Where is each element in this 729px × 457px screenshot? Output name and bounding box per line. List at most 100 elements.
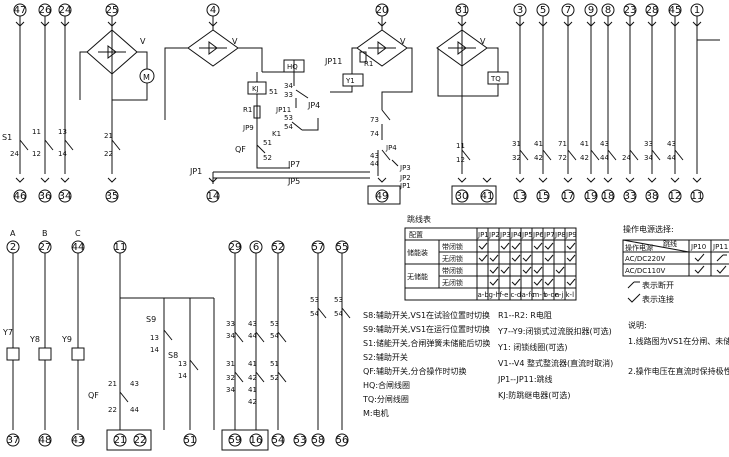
voltage-table-col-label: 操作电源 xyxy=(625,243,653,252)
voltage-table-diagonal xyxy=(622,239,690,253)
jumper-table-col-header: JP7 xyxy=(543,231,555,239)
svg-text:1: 1 xyxy=(694,5,700,16)
svg-text:21: 21 xyxy=(104,132,113,140)
terminal-46: 46 xyxy=(13,189,27,203)
terminal-57: 57 xyxy=(311,240,325,254)
svg-text:53: 53 xyxy=(284,114,293,122)
terminal-35: 35 xyxy=(105,189,119,203)
y1-coil xyxy=(342,73,364,87)
jumper-table-corner-top: 配置 xyxy=(409,231,423,239)
svg-text:B: B xyxy=(42,229,48,238)
terminal-11: 11 xyxy=(690,189,704,203)
svg-text:7: 7 xyxy=(565,5,571,16)
y7-coil xyxy=(6,347,20,361)
rectifier-v4: V TQ xyxy=(436,29,509,97)
svg-text:45: 45 xyxy=(669,5,682,16)
svg-text:Y7--Y9:闭锁式过流脱扣器(可选): Y7--Y9:闭锁式过流脱扣器(可选) xyxy=(497,326,612,336)
svg-text:JP7: JP7 xyxy=(287,160,300,169)
svg-text:19: 19 xyxy=(585,191,598,202)
voltage-table-check-mark xyxy=(694,253,705,262)
svg-text:24: 24 xyxy=(10,150,19,158)
svg-text:R1--R2: R电阻: R1--R2: R电阻 xyxy=(498,310,552,320)
svg-text:HQ:合闸线圈: HQ:合闸线圈 xyxy=(363,380,410,390)
closing-coil-block: HQ KJ 34 33 51 JP4 R1 JP9 JP11 53 54 K1 … xyxy=(235,59,320,169)
svg-text:C: C xyxy=(75,229,81,238)
svg-text:JP1: JP1 xyxy=(189,167,202,176)
svg-text:25: 25 xyxy=(106,5,119,16)
svg-text:53: 53 xyxy=(334,296,343,304)
jumper-table-footer-cell: m-n xyxy=(533,291,547,299)
svg-text:15: 15 xyxy=(537,191,550,202)
lower-switch-section: 11 29 6 52 57 55 S9 S8 21 22 43 44 13 14… xyxy=(108,240,351,430)
svg-text:14: 14 xyxy=(58,150,67,158)
svg-text:HQ: HQ xyxy=(287,63,298,71)
jumper-table-check-mark xyxy=(489,278,499,286)
jumper-table-check-mark xyxy=(533,242,543,250)
svg-text:S2:辅助开关: S2:辅助开关 xyxy=(363,352,408,362)
low-bottom-terminal-row: 37 48 43 21 22 51 59 16 54 53 58 56 xyxy=(6,429,349,451)
svg-text:53: 53 xyxy=(294,435,307,446)
svg-text:43: 43 xyxy=(600,140,609,148)
svg-text:说明:: 说明: xyxy=(628,320,647,330)
svg-text:QF:辅助开关,分合操作时切换: QF:辅助开关,分合操作时切换 xyxy=(363,366,467,376)
svg-text:13: 13 xyxy=(58,128,67,136)
svg-text:R1: R1 xyxy=(364,60,373,68)
svg-text:54: 54 xyxy=(272,435,285,446)
svg-text:表示断开: 表示断开 xyxy=(642,280,674,290)
svg-text:S9:辅助开关,VS1在运行位置时切换: S9:辅助开关,VS1在运行位置时切换 xyxy=(363,324,490,334)
svg-text:41: 41 xyxy=(248,386,257,394)
svg-text:11: 11 xyxy=(456,142,465,150)
svg-text:44: 44 xyxy=(130,406,139,414)
switch-contacts-row: S1 11 12 24 13 14 21 22 11 12 31 32 41 4… xyxy=(2,128,684,164)
jumper-table-col-header: JP9 xyxy=(565,231,577,239)
jumper-table-footer-cell: f-e xyxy=(500,291,509,299)
terminal-15: 15 xyxy=(536,189,550,203)
jumper-table-footer-cell: a-fc xyxy=(522,291,535,299)
svg-text:42: 42 xyxy=(248,398,257,406)
jumper-table-group-label: 储能装 xyxy=(407,248,428,257)
terminal-33: 33 xyxy=(623,189,637,203)
svg-text:14: 14 xyxy=(150,346,159,354)
svg-text:V: V xyxy=(232,37,238,46)
jumper-table-check-mark xyxy=(522,266,532,274)
jumper-table-col-header: JP1 xyxy=(477,231,489,239)
terminal-22: 22 xyxy=(133,433,147,447)
svg-text:12: 12 xyxy=(32,150,41,158)
svg-text:17: 17 xyxy=(562,191,575,202)
closed-symbol xyxy=(627,293,641,303)
terminal-17: 17 xyxy=(561,189,575,203)
svg-text:8: 8 xyxy=(605,5,611,16)
svg-text:JP11: JP11 xyxy=(275,106,291,114)
svg-text:36: 36 xyxy=(39,191,52,202)
svg-text:28: 28 xyxy=(646,5,659,16)
jumper-table-check-mark xyxy=(544,242,554,250)
terminal-3: 3 xyxy=(513,3,527,17)
jumper-table-footer-cell: g-h xyxy=(489,291,500,299)
jumper-table-row-label: 无闭锁 xyxy=(442,254,463,263)
svg-text:16: 16 xyxy=(250,435,263,446)
svg-text:49: 49 xyxy=(376,191,389,202)
jumper-table-check-mark xyxy=(544,278,554,286)
terminal-52: 52 xyxy=(271,240,285,254)
svg-text:31: 31 xyxy=(226,360,235,368)
jumper-table-col-header: JP6 xyxy=(532,231,544,239)
terminal-7: 7 xyxy=(561,3,575,17)
svg-text:13: 13 xyxy=(178,360,187,368)
rectifier-motor-circuit: V M xyxy=(79,29,155,101)
voltage-table-open-mark xyxy=(716,254,727,262)
jumper-table-check-mark xyxy=(511,242,521,250)
svg-text:34: 34 xyxy=(59,191,72,202)
svg-text:22: 22 xyxy=(134,435,147,446)
svg-text:24: 24 xyxy=(622,154,631,162)
svg-text:18: 18 xyxy=(602,191,615,202)
terminal-53: 53 xyxy=(293,433,307,447)
svg-text:V: V xyxy=(140,37,146,46)
jumper-table-row-label: 无闭锁 xyxy=(442,278,463,287)
svg-text:9: 9 xyxy=(588,5,594,16)
top-risers xyxy=(15,16,720,174)
svg-text:6: 6 xyxy=(253,242,259,253)
svg-text:54: 54 xyxy=(284,123,293,131)
terminal-37: 37 xyxy=(6,433,20,447)
svg-text:1.线路图为VS1在分闸、未储能、试验位置。: 1.线路图为VS1在分闸、未储能、试验位置。 xyxy=(628,336,729,346)
